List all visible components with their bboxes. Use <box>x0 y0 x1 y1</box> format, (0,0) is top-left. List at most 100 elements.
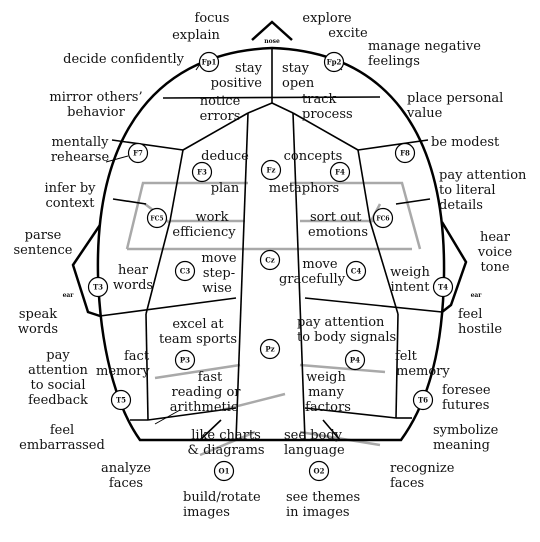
label-track-process-2: process <box>302 107 353 122</box>
electrode-circle-f7: F7 <box>127 142 149 164</box>
electrode-circle-fz: Fz <box>260 159 282 181</box>
electrode-circle-o1: O1 <box>213 460 235 482</box>
svg-text:explain: explain <box>172 28 220 43</box>
function-labels: focus explain explore excite manage nega… <box>13 11 527 520</box>
electrode-circle-fc6: FC6 <box>372 207 394 229</box>
electrode-circle-c4: C4 <box>345 260 367 282</box>
head-outline <box>71 20 468 442</box>
label-feel-embarrassed-2: embarrassed <box>19 438 105 453</box>
electrode-fz-label: Fz <box>267 166 276 175</box>
electrode-o1-label: O1 <box>219 467 230 476</box>
label-excel-team-sports-1: excel at <box>172 317 224 332</box>
electrode-circle-p4: P4 <box>344 349 366 371</box>
svg-text:decide confidently: decide confidently <box>63 52 185 67</box>
svg-text:explore: explore <box>302 11 352 26</box>
electrode-circle-o2: O2 <box>308 460 330 482</box>
label-pay-attention-social-2: attention <box>28 363 88 378</box>
label-recognize-faces-1: recognize <box>390 461 455 476</box>
label-recognize-faces-2: faces <box>390 476 424 491</box>
nose-marker: nose <box>264 38 280 45</box>
electrode-circle-pz: Pz <box>259 338 281 360</box>
label-move-gracefully-2: gracefully <box>279 272 346 287</box>
electrode-p3-label: P3 <box>180 356 190 365</box>
label-fast-reading-1: fast <box>198 370 223 385</box>
label-like-charts-1: like charts <box>191 428 261 443</box>
label-build-rotate-images-1: build/rotate <box>183 490 261 505</box>
label-speak-words-2: words <box>18 322 58 337</box>
electrode-fc6-label: FC6 <box>376 216 389 223</box>
electrode-circle-cz: Cz <box>259 249 281 271</box>
label-plan: plan <box>211 181 240 196</box>
label-metaphors: metaphors <box>269 181 339 196</box>
electrode-circle-f3: F3 <box>191 161 213 183</box>
electrode-c4-label: C4 <box>351 267 362 276</box>
electrode-p4-label: P4 <box>350 356 360 365</box>
svg-text:like charts& diagrams: like charts& diagrams <box>187 428 264 458</box>
label-weigh-many-factors-2: many <box>308 385 344 400</box>
label-stay-open-1: stay <box>282 61 310 76</box>
label-hear-voice-tone-3: tone <box>480 260 509 275</box>
electrode-t3-label: T3 <box>93 283 103 292</box>
electrode-circle-t4: T4 <box>432 276 454 298</box>
label-pay-attention-literal-3: details <box>439 198 483 213</box>
electrode-t4-label: T4 <box>438 283 448 292</box>
electrode-t6-label: T6 <box>418 396 428 405</box>
label-explore: explore <box>302 11 352 26</box>
label-mirror-others-behavior-1: mirror others’ <box>49 90 142 105</box>
label-speak-words-1: speak <box>19 307 57 322</box>
label-see-body-language-2: language <box>284 443 345 458</box>
svg-text:metaphors: metaphors <box>269 181 339 196</box>
label-feel-hostile-2: hostile <box>458 322 502 337</box>
electrode-circle-t3: T3 <box>87 276 109 298</box>
label-move-gracefully-1: move <box>302 257 337 272</box>
label-weigh-intent-1: weigh <box>390 265 430 280</box>
electrode-t5-label: T5 <box>116 396 126 405</box>
label-felt-memory-2: memory <box>396 364 450 379</box>
svg-text:be modest: be modest <box>431 135 500 150</box>
label-pay-attention-social-3: to social <box>30 378 85 393</box>
electrode-circle-f4: F4 <box>329 161 351 183</box>
label-build-rotate-images-2: images <box>183 505 230 520</box>
label-pay-attention-social-4: feedback <box>28 393 88 408</box>
electrode-circle-fp2: Fp2 <box>323 51 345 73</box>
ear-marker-right: ear <box>471 292 483 299</box>
label-weigh-many-factors-1: weigh <box>306 370 346 385</box>
label-sort-out-emotions-1: sort out <box>310 210 362 225</box>
label-parse-sentence-1: parse <box>25 228 62 243</box>
label-pay-attention-body-1: pay attention <box>297 315 385 330</box>
electrode-fp1-label: Fp1 <box>202 58 217 67</box>
electrode-f3-label: F3 <box>197 168 207 177</box>
electrode-circle-c3: C3 <box>174 260 196 282</box>
label-see-themes-images-1: see themes <box>286 490 360 505</box>
label-parse-sentence-2: sentence <box>13 243 72 258</box>
label-track-process-1: track <box>302 92 336 107</box>
label-deduce: deduce <box>201 149 249 164</box>
label-manage-negative-feelings-1: manage negative <box>368 39 481 54</box>
label-symbolize-meaning-1: symbolize <box>433 423 499 438</box>
svg-text:excite: excite <box>328 26 368 41</box>
label-felt-memory-1: felt <box>395 349 418 364</box>
svg-text:deduce: deduce <box>201 149 249 164</box>
label-hear-words-1: hear <box>118 263 149 278</box>
label-pay-attention-body-2: to body signals <box>297 330 396 345</box>
label-place-personal-value-2: value <box>406 106 443 121</box>
electrode-f8-label: F8 <box>400 149 410 158</box>
electrode-fc5-label: FC5 <box>150 216 163 223</box>
